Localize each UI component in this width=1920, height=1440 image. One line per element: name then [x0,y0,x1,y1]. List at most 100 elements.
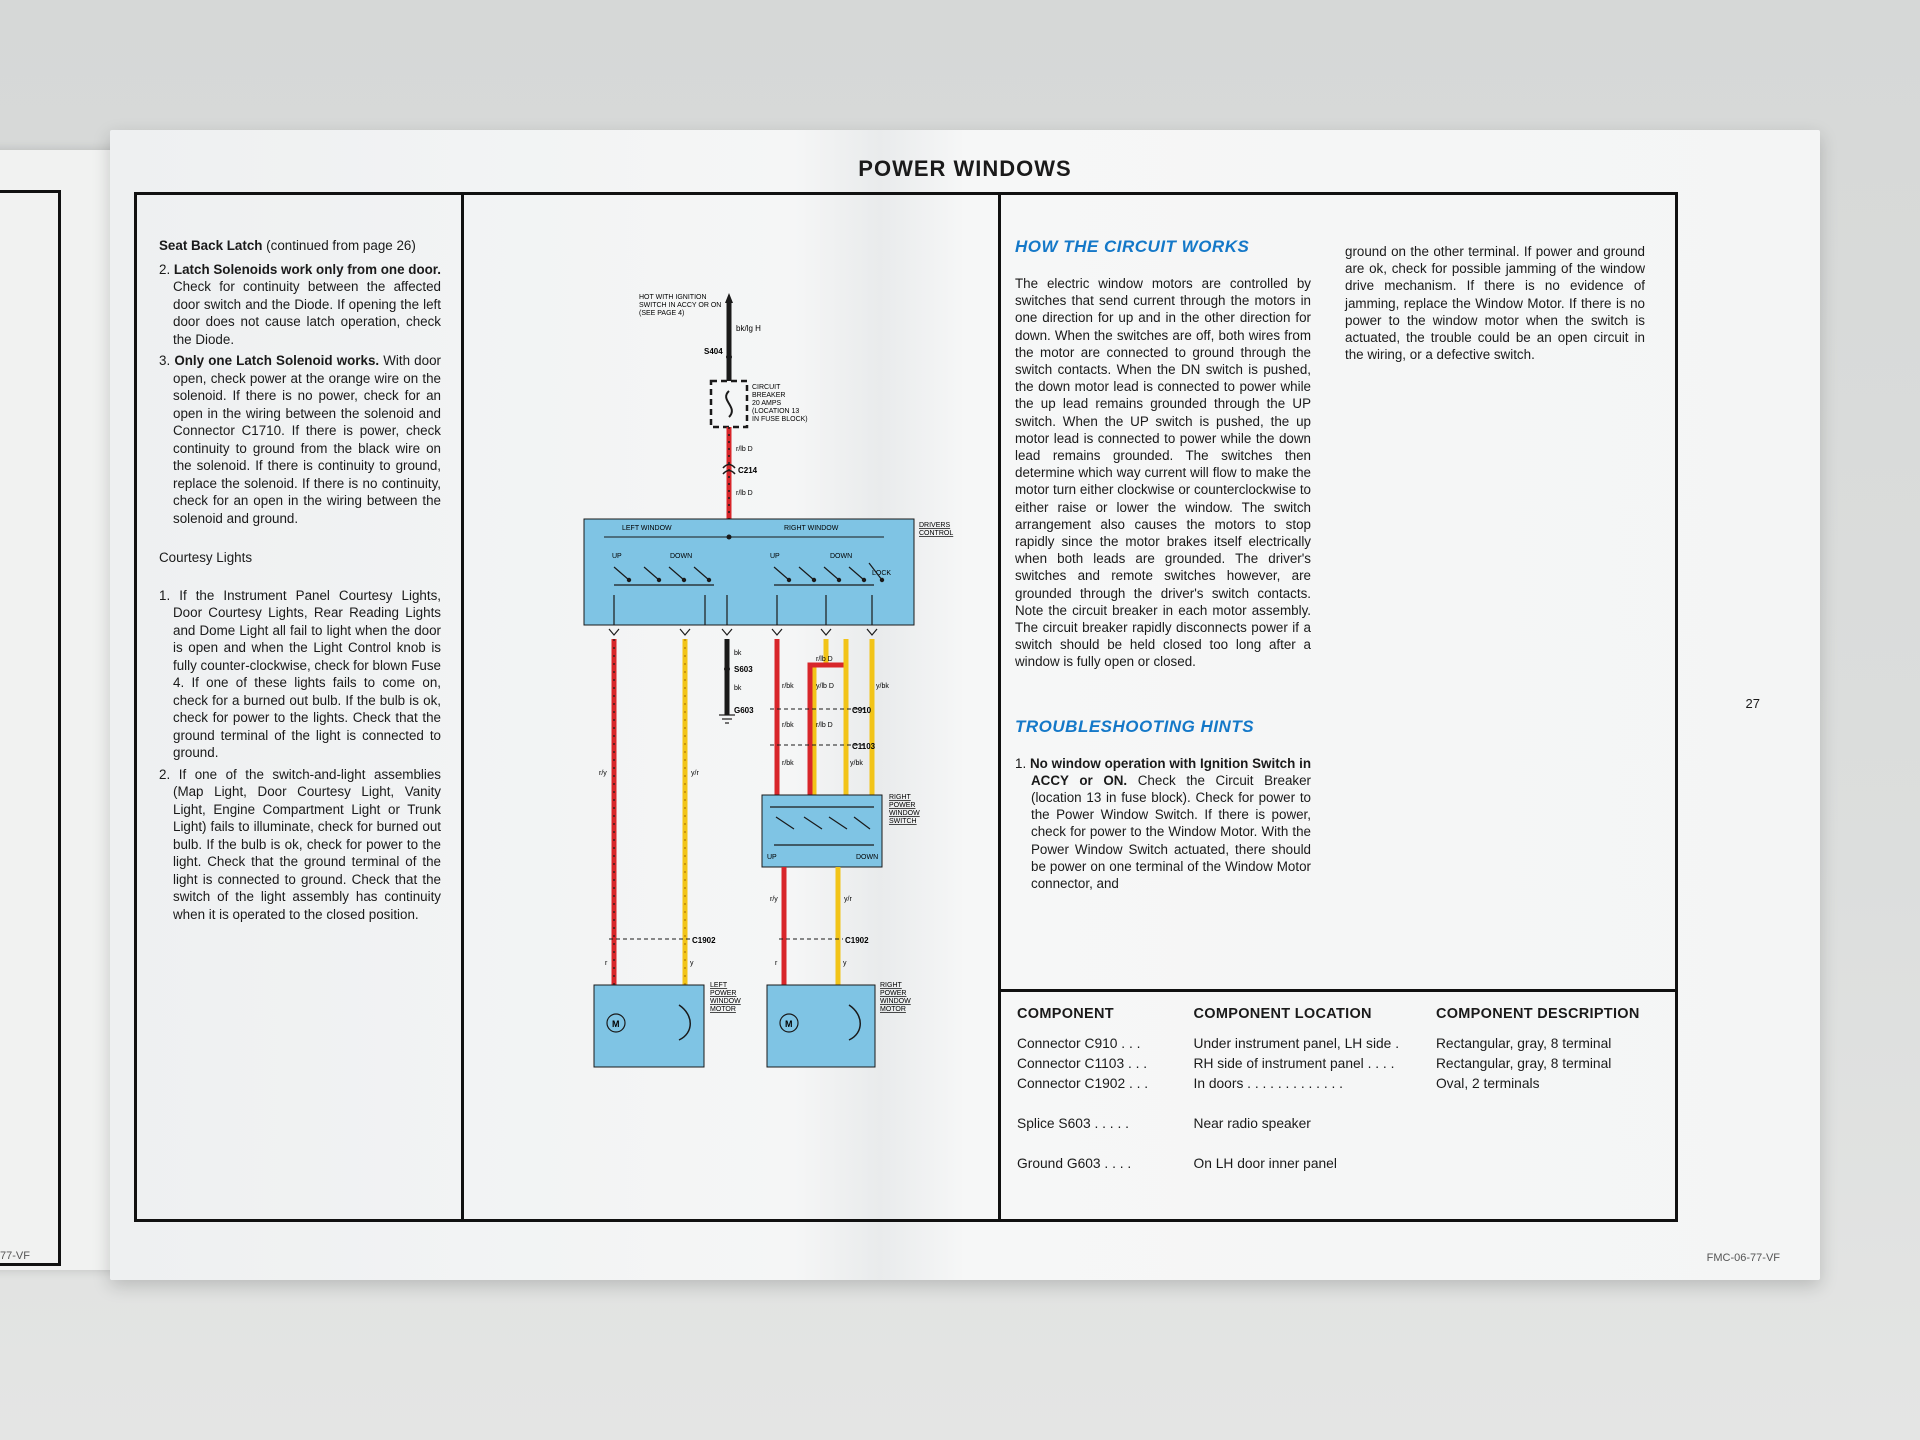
power-arrow-icon [725,293,733,303]
motor-icon [606,1013,626,1033]
list-item: 3. Only one Latch Solenoid works. With d… [159,352,441,527]
right-text-panel: HOW THE CIRCUIT WORKS The electric windo… [998,192,1678,992]
motor-icon [779,1013,799,1033]
courtesy-heading: Courtesy Lights [159,550,253,565]
box-label: WINDOW [880,998,911,1005]
wire-label: r/lb D [736,490,753,497]
switch-contacts [613,562,883,625]
left-motor-box [593,984,705,1068]
seat-back-heading-bold: Seat Back Latch [159,238,263,253]
connector-label: C1902 [692,936,716,945]
table-cell [1436,1154,1659,1174]
table-cell: On LH door inner panel [1193,1156,1337,1171]
table-row: Connector C1902 . . . In doors . . . . .… [1017,1074,1659,1094]
wire-label: r/lb D [736,446,753,453]
table-row: Ground G603 . . . . On LH door inner pan… [1017,1154,1659,1174]
table-cell: Under instrument panel, LH side . [1193,1036,1400,1051]
wire-label: y [690,960,694,967]
table-cell: Splice S603 . . . . . [1017,1116,1129,1131]
motor-breaker-icon [678,1004,691,1041]
troubleshooting-continued: ground on the other terminal. If power a… [1345,244,1645,363]
item-bold: Latch Solenoids work only from one door. [173,261,441,277]
table-cell: Near radio speaker [1193,1116,1311,1131]
ground-label: G603 [734,706,754,715]
wire-label: bk/lg H [736,324,761,333]
table-cell: Rectangular, gray, 8 terminal [1435,1056,1612,1071]
item-number: 1. [1015,755,1027,771]
item-bold: No window operation with Ignition Switch… [1030,755,1311,788]
item-text: If one of the switch-and-light assemblie… [173,766,441,922]
splice-label: S404 [704,347,723,356]
breaker-label: BREAKER [752,392,785,399]
wire-label: r/bk [782,760,794,767]
wire-label: y/bk [850,760,863,767]
wire-label: y/r [691,770,699,777]
wire-label: r [605,960,608,967]
ground-icon [719,714,735,724]
column-header: COMPONENT LOCATION [1193,1006,1372,1022]
how-it-works-text: The electric window motors are controlle… [1015,276,1311,670]
wire-label: y [843,960,847,967]
hot-label: (SEE PAGE 4) [639,310,684,317]
page-title: POWER WINDOWS [858,156,1072,181]
switch-label: DOWN [856,854,878,861]
splice-label: S603 [734,665,753,674]
switch-contacts [770,806,874,846]
connector-chevrons [608,628,878,636]
courtesy-list: 1. If the Instrument Panel Courtesy Ligh… [159,587,441,924]
connector-label: C1902 [845,936,869,945]
column-header: COMPONENT DESCRIPTION [1435,1006,1640,1022]
box-label: DRIVERS [919,522,950,529]
wire-label: r/bk [782,722,794,729]
list-item: 1. If the Instrument Panel Courtesy Ligh… [159,587,441,762]
motor-symbol: M [785,1019,793,1029]
table-header: COMPONENT COMPONENT LOCATION COMPONENT D… [1017,1006,1659,1022]
switch-label: UP [612,553,622,560]
breaker-label: CIRCUIT [752,384,781,391]
table-cell [1436,1114,1659,1134]
page-code: FMC-06-77-VF [1706,1252,1780,1264]
splice-dot [726,354,732,360]
splice-dot [724,666,730,672]
item-number: 1. [159,587,171,603]
box-label: RIGHT [880,982,903,989]
item-number: 2. [159,261,171,277]
table-row: Splice S603 . . . . . Near radio speaker [1017,1114,1659,1134]
page-number: 27 [1745,696,1760,711]
troubleshooting-list: 1. No window operation with Ignition Swi… [1015,755,1311,893]
table-cell: Rectangular, gray, 8 terminal [1435,1036,1612,1051]
table-cell: Connector C910 . . . [1017,1036,1141,1051]
wire-label: r/lb D [816,656,833,663]
box-label: LEFT WINDOW [622,525,672,532]
left-text-panel: Seat Back Latch (continued from page 26)… [134,192,464,1222]
connector-icon [722,463,736,469]
box-label: MOTOR [710,1006,736,1013]
wire-label: r/y [770,896,778,903]
box-label: POWER [880,990,906,997]
right-column-2: ground on the other terminal. If power a… [1345,243,1645,363]
hot-label: HOT WITH IGNITION [639,294,707,301]
table-row: Connector C1103 . . . RH side of instrum… [1017,1054,1659,1074]
wire-label: bk [734,685,742,692]
wire-label: r/y [599,770,607,777]
breaker-element-icon [725,390,733,418]
seat-back-heading: Seat Back Latch (continued from page 26) [159,237,441,255]
drivers-control-box [583,518,915,626]
connector-label: C1103 [852,742,876,751]
troubleshooting-heading: TROUBLESHOOTING HINTS [1015,716,1255,736]
table-row: Connector C910 . . . Under instrument pa… [1017,1034,1659,1054]
red-wire [807,662,846,795]
switch-label: DOWN [670,553,692,560]
how-it-works-heading: HOW THE CIRCUIT WORKS [1015,237,1250,256]
box-label: MOTOR [880,1006,906,1013]
connector-label: C214 [738,466,758,475]
box-label: RIGHT [889,794,912,801]
box-label: LEFT [710,982,728,989]
seat-back-list: 2. Latch Solenoids work only from one do… [159,261,441,528]
motor-symbol: M [612,1019,620,1029]
connector-label: C910 [852,706,872,715]
table-cell: Ground G603 . . . . [1017,1156,1132,1171]
breaker-label: 20 AMPS [752,400,782,407]
item-bold: Only one Latch Solenoid works. [174,353,380,368]
wire-label: bk [734,650,742,657]
